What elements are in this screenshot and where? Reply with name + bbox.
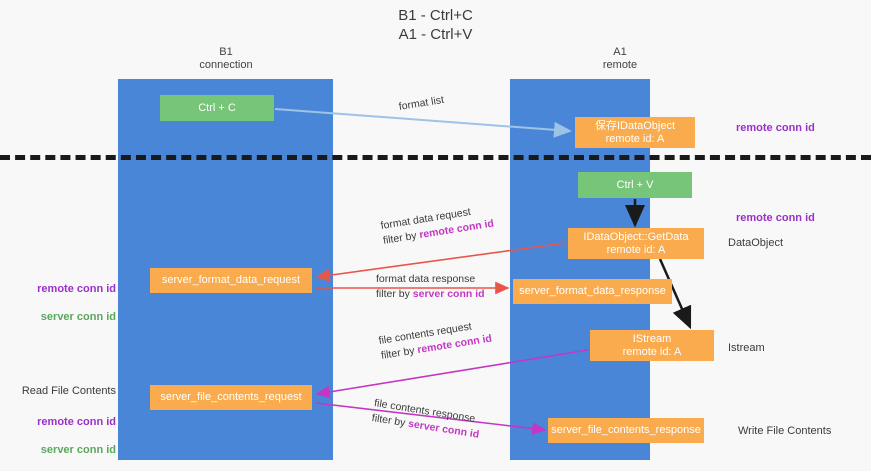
filter-key: server conn id: [412, 288, 485, 300]
annotation-remote-conn-id-mid: remote conn id: [736, 212, 815, 224]
annotation-left-conn-ids-top: remote conn id server conn id: [18, 268, 116, 338]
lane-header-a1: A1 remote: [602, 46, 638, 71]
annotation-left-conn-ids-bottom: remote conn id server conn id: [18, 401, 116, 471]
edge-label-format-data-request: format data request filter by remote con…: [380, 202, 495, 249]
node-ctrl-c[interactable]: Ctrl + C: [160, 95, 274, 121]
annotation-remote-conn-id-top: remote conn id: [736, 122, 815, 134]
annotation-left-server-conn-id-2: server conn id: [40, 444, 116, 456]
node-server-format-data-request[interactable]: server_format_data_request: [150, 268, 312, 293]
annotation-istream: Istream: [728, 342, 765, 354]
node-server-format-data-response[interactable]: server_format_data_response: [513, 279, 672, 304]
annotation-left-remote-conn-id-1: remote conn id: [37, 283, 116, 295]
node-idataobject-getdata[interactable]: IDataObject::GetData remote id: A: [568, 228, 704, 259]
node-server-file-contents-response[interactable]: server_file_contents_response: [548, 418, 704, 443]
edge-label-file-contents-request: file contents request filter by remote c…: [378, 317, 493, 364]
edge-label-format-data-response: format data response filter by server co…: [376, 272, 485, 302]
annotation-write-file-contents: Write File Contents: [738, 425, 832, 437]
node-server-file-contents-request[interactable]: server_file_contents_request: [150, 385, 312, 410]
node-idataobject[interactable]: 保存IDataObject remote id: A: [575, 117, 695, 148]
edge-label-format-data-response-filter: filter by server conn id: [376, 287, 485, 302]
node-ctrl-v[interactable]: Ctrl + V: [578, 172, 692, 198]
lane-header-b1: B1 connection: [199, 46, 253, 71]
annotation-dataobject: DataObject: [728, 237, 784, 249]
edge-label-file-contents-response: file contents response filter by server …: [371, 396, 483, 443]
filter-prefix: filter by: [376, 288, 413, 300]
edge-label-format-list-text: format list: [397, 93, 445, 113]
diagram-title: B1 - Ctrl+C A1 - Ctrl+V: [398, 7, 473, 43]
node-istream[interactable]: IStream remote id: A: [590, 330, 714, 361]
annotation-left-remote-conn-id-2: remote conn id: [37, 416, 116, 428]
edge-label-format-data-response-title: format data response: [376, 273, 476, 285]
phase-divider: [0, 155, 871, 160]
edge-label-format-list: format list: [398, 93, 445, 115]
annotation-read-file-contents: Read File Contents: [21, 385, 116, 397]
annotation-left-server-conn-id-1: server conn id: [40, 311, 116, 323]
